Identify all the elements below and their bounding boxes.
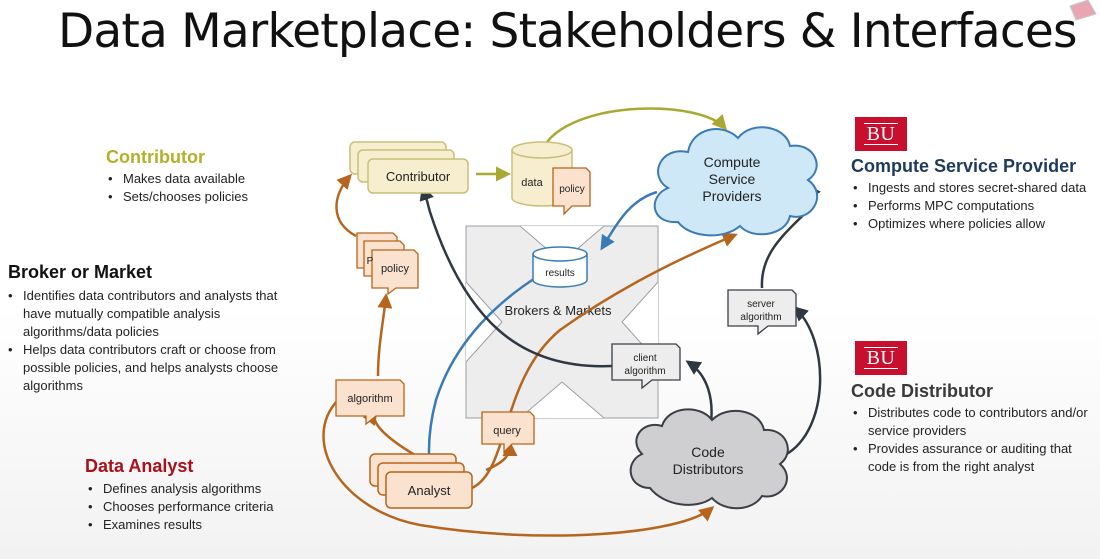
bullet: Makes data available: [105, 170, 305, 188]
contributor-heading: Contributor: [106, 147, 205, 167]
results-to-analyst-arrow: [421, 273, 541, 473]
bu-logo: BU: [855, 117, 907, 151]
server-algorithm-label-1: server: [747, 299, 775, 310]
csp-cloud-label-1: Compute: [704, 154, 761, 170]
csp-heading: Compute Service Provider: [851, 156, 1077, 176]
broker-heading: Broker or Market: [8, 262, 153, 282]
csp-cloud-label-3: Providers: [702, 188, 761, 204]
algorithm-to-policy-arrow: [376, 293, 393, 377]
code-cloud-label-2: Distributors: [673, 461, 744, 477]
analyst-bullets: Defines analysis algorithms Chooses perf…: [85, 480, 325, 534]
bullet: Performs MPC computations: [850, 197, 1100, 215]
bullet: Provides assurance or auditing that code…: [850, 440, 1095, 476]
code-cloud-label-1: Code: [691, 444, 725, 460]
analyst-to-algorithm-arrow: [362, 409, 421, 460]
slide-corner-decoration: [1069, 0, 1097, 21]
bullet: Distributes code to contributors and/or …: [850, 404, 1095, 440]
csp-bullets: Ingests and stores secret-shared data Pe…: [850, 179, 1100, 233]
bullet: Chooses performance criteria: [85, 498, 325, 516]
bullet: Sets/chooses policies: [105, 188, 305, 206]
policy-label: policy: [381, 263, 410, 275]
compute-service-providers-cloud-icon: [653, 126, 819, 237]
server-algorithm-doc-icon: [727, 289, 797, 336]
data-to-csp-arrow: [546, 107, 728, 143]
results-label: results: [545, 268, 574, 279]
bu-logo-text: BU: [863, 347, 899, 369]
data-label: data: [521, 177, 543, 189]
query-label: query: [493, 425, 521, 437]
code-distributor-to-server-algorithm-arrow: [784, 305, 822, 457]
data-policy-label: policy: [559, 184, 585, 195]
broker-bullets: Identifies data contributors and analyst…: [5, 287, 295, 395]
algorithm-label: algorithm: [347, 393, 392, 405]
analyst-heading: Data Analyst: [85, 456, 194, 476]
policy-doc-icon: [552, 167, 591, 216]
policy-back-label: P: [367, 256, 374, 267]
query-doc-icon: [481, 411, 535, 454]
bullet: Defines analysis algorithms: [85, 480, 325, 498]
code-distributors-cloud-icon: [629, 408, 789, 510]
contributor-label: Contributor: [386, 169, 451, 184]
bullet: Identifies data contributors and analyst…: [5, 287, 295, 341]
contributor-bullets: Makes data available Sets/chooses polici…: [105, 170, 305, 206]
algorithm-to-code-distributor-arrow: [322, 399, 715, 537]
policy-stack: [356, 232, 419, 296]
analyst-to-csp-arrow: [471, 232, 738, 490]
bu-logo-text: BU: [863, 123, 899, 145]
page-title: Data Marketplace: Stakeholders & Interfa…: [58, 4, 1077, 59]
policy-to-contributor-arrow: [335, 173, 357, 238]
bu-logo: BU: [855, 341, 907, 375]
client-algorithm-label-2: algorithm: [624, 366, 665, 377]
csp-to-results-arrow: [600, 190, 658, 251]
client-algorithm-to-contributor-arrow: [419, 185, 613, 368]
bullet: Examines results: [85, 516, 325, 534]
analyst-stack: [369, 453, 473, 509]
csp-cloud-label-2: Service: [709, 171, 756, 187]
bullet: Ingests and stores secret-shared data: [850, 179, 1100, 197]
results-cylinder: [532, 246, 588, 288]
server-algorithm-label-2: algorithm: [740, 312, 781, 323]
algorithm-doc-icon: [335, 379, 405, 426]
analyst-label: Analyst: [408, 483, 451, 498]
client-algorithm-doc-icon: [611, 343, 681, 390]
code-distributor-bullets: Distributes code to contributors and/or …: [850, 404, 1095, 476]
code-distributor-heading: Code Distributor: [851, 381, 993, 401]
client-algorithm-label-1: client: [633, 353, 657, 364]
bullet: Optimizes where policies allow: [850, 215, 1100, 233]
contributor-stack: [349, 141, 469, 194]
bullet: Helps data contributors craft or choose …: [5, 341, 295, 395]
